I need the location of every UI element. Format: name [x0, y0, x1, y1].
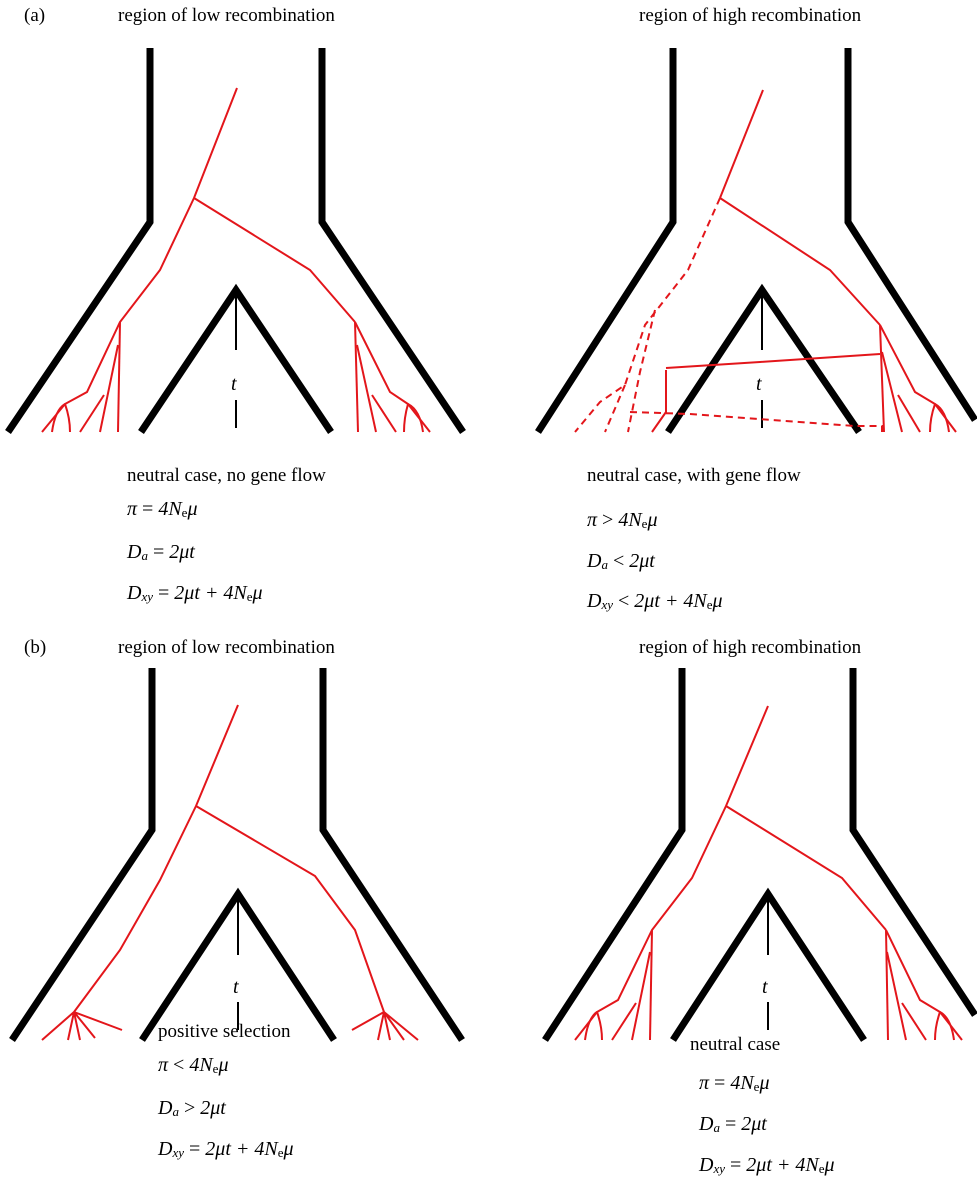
- divergence-t-label: t: [233, 976, 239, 998]
- gene-lineage-dashed: [604, 384, 626, 433]
- gene-lineage: [117, 321, 121, 433]
- gene-star-burst: [351, 1011, 419, 1041]
- gene-migration-dashed: [629, 411, 883, 432]
- gene-lineage: [79, 394, 105, 433]
- gene-lineage: [371, 394, 397, 433]
- panel-a-label-text: (a): [24, 5, 46, 26]
- gene-lineage: [929, 403, 950, 433]
- gene-star-burst: [41, 1011, 123, 1041]
- gene-lineage: [193, 197, 356, 323]
- gene-lineage: [584, 1011, 603, 1041]
- gene-tree-b-left: [41, 704, 419, 1041]
- species-tree-a-right: [535, 48, 977, 434]
- panel-b-left-title: region of low recombination: [118, 637, 335, 658]
- gene-lineage: [725, 805, 887, 931]
- gene-lineage: [886, 951, 907, 1041]
- panel-b-right-eq-pi: π = 4Neμ: [699, 1072, 770, 1094]
- gene-lineage: [611, 1002, 637, 1041]
- gene-tree-b-right: [574, 705, 963, 1041]
- panel-b-right-eq-dxy: Dxy = 2μt + 4Neμ: [699, 1154, 835, 1176]
- panel-b-right-case: neutral case: [690, 1034, 781, 1055]
- species-tree-b-right: [542, 668, 977, 1042]
- gene-lineage: [897, 394, 921, 433]
- panel-b-left-case: positive selection: [158, 1021, 291, 1042]
- species-left-branch: [542, 668, 686, 1042]
- species-inner-triangle: [139, 887, 337, 1042]
- panel-a-left-eq-pi: π = 4Neμ: [127, 498, 198, 520]
- gene-lineage: [99, 344, 119, 433]
- gene-migration: [665, 353, 881, 369]
- gene-tree-a-right: [574, 89, 957, 433]
- species-left-branch: [9, 668, 156, 1042]
- gene-lineage: [574, 705, 769, 1041]
- panel-a-right-eq-da: Da < 2μt: [587, 550, 655, 572]
- gene-tree-a-left: [41, 87, 431, 433]
- panel-a-right-eq-pi: π > 4Neμ: [587, 509, 658, 531]
- panel-a-left-eq-dxy: Dxy = 2μt + 4Neμ: [127, 582, 263, 604]
- gene-lineage: [719, 197, 881, 326]
- gene-lineage: [719, 89, 764, 199]
- panel-a-right-case: neutral case, with gene flow: [587, 465, 801, 486]
- gene-lineage: [195, 805, 385, 1013]
- species-left-branch: [535, 48, 677, 434]
- gene-lineage: [879, 324, 885, 433]
- gene-lineage: [631, 951, 651, 1041]
- divergence-t-label: t: [231, 373, 237, 395]
- species-tree-a-left: [5, 48, 466, 434]
- gene-lineage: [354, 321, 359, 433]
- panel-b-left-eq-da: Da > 2μt: [158, 1097, 226, 1119]
- gene-lineage-dashed: [627, 309, 656, 433]
- species-inner-triangle: [670, 887, 867, 1042]
- species-inner-triangle: [665, 283, 862, 434]
- divergence-t-label: t: [756, 373, 762, 395]
- panel-a-right-eq-dxy: Dxy < 2μt + 4Neμ: [587, 590, 723, 612]
- panel-a-left-case: neutral case, no gene flow: [127, 465, 326, 486]
- panel-a-left-eq-da: Da = 2μt: [127, 541, 195, 563]
- panel-a-left-title: region of low recombination: [118, 5, 335, 26]
- gene-lineage: [51, 403, 71, 433]
- panel-b-right-title: region of high recombination: [639, 637, 862, 658]
- gene-lineage: [901, 1002, 927, 1041]
- panel-a-right-title: region of high recombination: [639, 5, 862, 26]
- gene-lineage: [41, 87, 238, 433]
- divergence-t-label: t: [762, 976, 768, 998]
- gene-lineage: [885, 929, 889, 1041]
- gene-lineage-dashed: [574, 197, 721, 433]
- gene-lineage: [881, 351, 903, 433]
- species-right-branch: [319, 668, 465, 1042]
- species-inner-triangle: [138, 283, 334, 434]
- species-right-branch: [849, 668, 977, 1017]
- gene-lineage: [651, 370, 667, 433]
- species-left-branch: [5, 48, 154, 434]
- gene-lineage: [649, 929, 653, 1041]
- gene-lineage: [934, 1011, 955, 1041]
- panel-b-label: (b): [24, 637, 47, 658]
- panel-b-left-eq-dxy: Dxy = 2μt + 4Neμ: [158, 1138, 294, 1160]
- gene-lineage: [73, 704, 239, 1013]
- gene-lineage: [356, 344, 377, 433]
- panel-b-right-eq-da: Da = 2μt: [699, 1113, 767, 1135]
- gene-lineage: [403, 403, 424, 433]
- species-right-branch: [318, 48, 466, 434]
- panel-b-left-eq-pi: π < 4Neμ: [158, 1054, 229, 1076]
- species-tree-b-left: [9, 668, 465, 1042]
- species-right-branch: [844, 48, 977, 422]
